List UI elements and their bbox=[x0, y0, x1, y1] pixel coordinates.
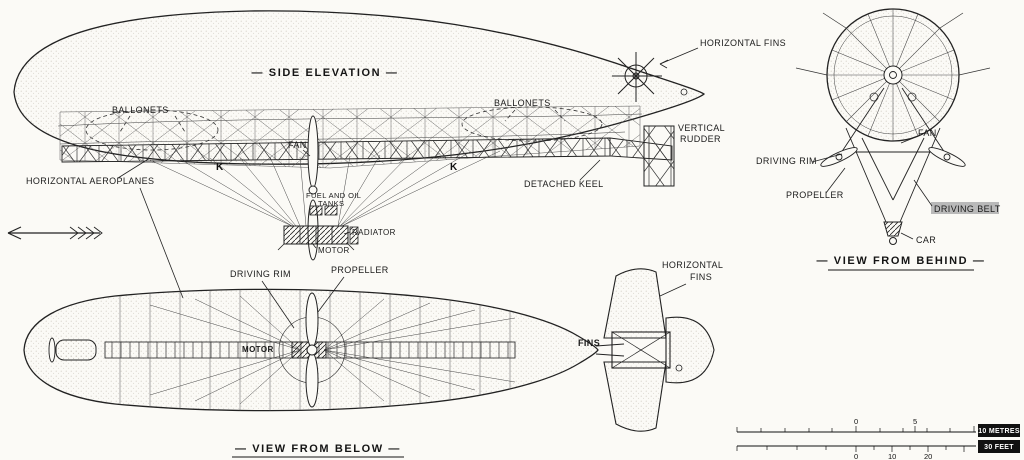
plan-horizontal-fins-label-1: HORIZONTAL bbox=[662, 260, 723, 270]
scale-bar: 0 5 10 METRES 0 10 20 30 FEET bbox=[736, 417, 1020, 460]
behind-driving-rim-label: DRIVING RIM bbox=[756, 156, 817, 166]
vertical-rudder-label-2: RUDDER bbox=[680, 134, 721, 144]
k-left-label: K bbox=[216, 162, 224, 173]
plan-propeller bbox=[278, 292, 346, 408]
side-motor-label: MOTOR bbox=[318, 246, 350, 255]
plan-driving-rim-label: DRIVING RIM bbox=[230, 269, 291, 279]
scale-feet-ten: 10 bbox=[888, 452, 896, 460]
behind-fan-label: FAN bbox=[918, 128, 937, 138]
view-from-below: DRIVING RIM PROPELLER MOTOR FINS HORIZON… bbox=[23, 260, 723, 458]
plan-tail-port-circle bbox=[675, 364, 683, 372]
fuel-tanks-label-2: TANKS bbox=[318, 199, 344, 208]
scale-metres-zero: 0 bbox=[854, 417, 858, 426]
view-from-behind-title: — VIEW FROM BEHIND — bbox=[817, 255, 986, 267]
plan-horizontal-fins-label-2: FINS bbox=[690, 272, 712, 282]
scale-feet-zero: 0 bbox=[854, 452, 858, 460]
plan-propeller-label: PROPELLER bbox=[331, 265, 389, 275]
driving-belt-leader bbox=[913, 179, 933, 207]
horizontal-aeroplanes-leader bbox=[117, 157, 151, 179]
direction-arrow bbox=[7, 226, 103, 240]
view-from-behind: FAN DRIVING RIM PROPELLER DRIVING BELT C… bbox=[756, 8, 1001, 271]
behind-fan-leader bbox=[900, 136, 917, 144]
detached-keel-label: DETACHED KEEL bbox=[524, 179, 604, 189]
scale-feet-ticks bbox=[736, 446, 965, 452]
behind-car bbox=[883, 221, 903, 245]
side-car bbox=[277, 225, 355, 251]
plan-tail-boom bbox=[595, 343, 625, 357]
horizontal-fins-label: HORIZONTAL FINS bbox=[700, 38, 786, 48]
behind-fin-stays bbox=[795, 12, 991, 76]
side-elevation-view: — SIDE ELEVATION — BALLONETS BALLONETS H… bbox=[13, 10, 786, 299]
side-vertical-rudder bbox=[643, 125, 675, 187]
plan-tail-fins bbox=[603, 268, 715, 432]
plan-driving-rim-leader bbox=[261, 280, 295, 329]
driving-belt-label: DRIVING BELT bbox=[934, 204, 1001, 214]
plan-horizontal-fins-leader bbox=[659, 283, 687, 297]
side-fuel-tanks bbox=[309, 205, 338, 216]
side-elevation-title: — SIDE ELEVATION — bbox=[252, 67, 399, 79]
side-radiator bbox=[349, 226, 359, 245]
side-tail-port-circle bbox=[680, 88, 688, 96]
ballonets-left-label: BALLONETS bbox=[112, 105, 169, 115]
behind-car-leader bbox=[900, 232, 914, 240]
behind-hub-outer bbox=[883, 65, 903, 85]
side-horizontal-fins-cross bbox=[612, 52, 662, 102]
side-fan-leader bbox=[302, 149, 311, 157]
scale-feet-box-label: 30 FEET bbox=[984, 444, 1014, 451]
behind-car-label: CAR bbox=[916, 235, 936, 245]
behind-hub-inner bbox=[889, 71, 897, 79]
scale-feet-twenty: 20 bbox=[924, 452, 932, 460]
behind-propeller-leader bbox=[825, 167, 846, 194]
plan-propeller-leader bbox=[317, 276, 345, 313]
behind-propeller-label: PROPELLER bbox=[786, 190, 844, 200]
driving-belt-highlight bbox=[931, 202, 999, 214]
k-right-label: K bbox=[450, 162, 458, 173]
scale-metres-ticks bbox=[736, 426, 975, 432]
behind-propellers bbox=[820, 147, 966, 167]
radiator-label: RADIATOR bbox=[352, 228, 396, 237]
side-rigging-lines bbox=[149, 150, 501, 227]
ballonet-outlines bbox=[85, 106, 603, 151]
side-fan-label: FAN bbox=[288, 140, 307, 150]
behind-car-frame bbox=[838, 87, 948, 223]
horizontal-aeroplanes-label: HORIZONTAL AEROPLANES bbox=[26, 176, 154, 186]
vertical-rudder-label-1: VERTICAL bbox=[678, 123, 725, 133]
ballonets-right-label: BALLONETS bbox=[494, 98, 551, 108]
scale-metres-box-label: 10 METRES bbox=[978, 428, 1020, 435]
scale-metres-five: 5 bbox=[913, 417, 917, 426]
horizontal-fins-arrow bbox=[659, 47, 699, 69]
plan-nose-cap bbox=[48, 337, 97, 363]
plan-fins-label: FINS bbox=[578, 338, 600, 348]
plan-rigging-lines bbox=[149, 295, 516, 405]
fuel-tanks-label-1: FUEL AND OIL bbox=[306, 191, 361, 200]
side-motor-leader bbox=[311, 242, 317, 249]
view-from-below-title: — VIEW FROM BELOW — bbox=[235, 443, 401, 455]
plan-motor-label: MOTOR bbox=[242, 345, 274, 354]
behind-driving-rim-leader bbox=[811, 153, 843, 163]
radiator-leader bbox=[343, 231, 351, 235]
cross-view-leader bbox=[139, 187, 184, 299]
scale-feet-box bbox=[978, 440, 1020, 453]
detached-keel-leader bbox=[579, 159, 601, 181]
scale-metres-box bbox=[978, 424, 1020, 437]
